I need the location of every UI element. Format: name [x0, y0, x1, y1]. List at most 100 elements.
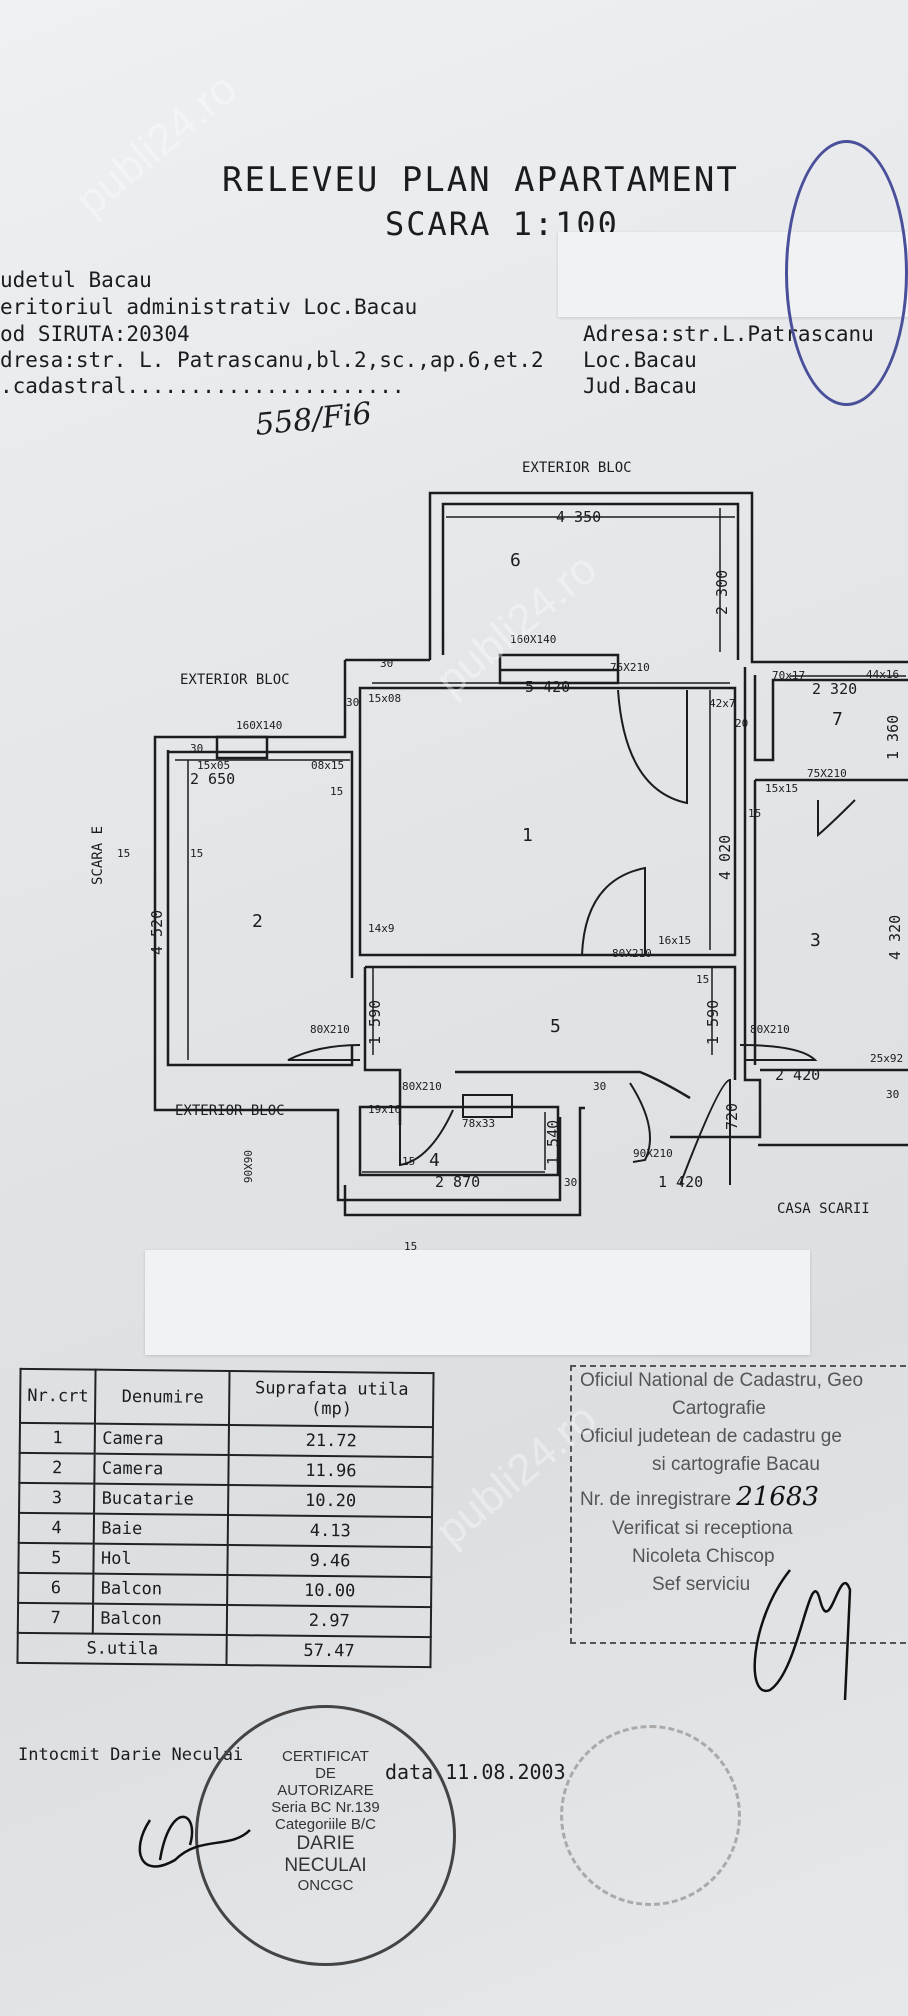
- cell-name: Hol: [93, 1543, 229, 1576]
- stamp-line: Nr. de inregistrare 21683: [572, 1479, 906, 1515]
- stamp-line: Verificat si receptiona: [612, 1518, 793, 1539]
- col-area: Suprafata utila (mp): [229, 1371, 434, 1428]
- room-3: 3: [810, 930, 821, 951]
- label-scara: SCARA E: [90, 826, 106, 885]
- cell-area: 9.46: [227, 1545, 433, 1578]
- address-line: dresa:str. L. Patrascanu,bl.2,sc.,ap.6,e…: [0, 348, 544, 372]
- note: 15: [330, 785, 343, 798]
- note: 30: [346, 696, 359, 709]
- address-right-2: Loc.Bacau: [583, 348, 697, 372]
- label-exterior-bottom: EXTERIOR BLOC: [175, 1103, 285, 1119]
- note: 15: [190, 847, 203, 860]
- dim-4520: 4 520: [148, 910, 166, 955]
- stamp-line: Nicoleta Chiscop: [632, 1546, 775, 1567]
- door-80x210: 80X210: [310, 1023, 350, 1036]
- room-4: 4: [429, 1150, 440, 1171]
- col-name: Denumire: [95, 1369, 230, 1426]
- dim-2650: 2 650: [190, 770, 235, 788]
- note: 15: [748, 807, 761, 820]
- note: 15: [696, 973, 709, 986]
- cell-area: 11.96: [228, 1455, 434, 1488]
- siruta-line: od SIRUTA:20304: [0, 322, 190, 346]
- dim-4350: 4 350: [556, 508, 601, 526]
- cell-nr: 2: [19, 1452, 96, 1484]
- seal-text: CERTIFICAT: [282, 1748, 369, 1765]
- dimension-lines: [175, 508, 906, 1173]
- room-2: 2: [252, 911, 263, 932]
- cell-nr: 7: [17, 1602, 94, 1634]
- document-title: RELEVEU PLAN APARTAMENT: [222, 160, 739, 200]
- note: 78x33: [462, 1117, 495, 1130]
- cell-name: Baie: [94, 1513, 229, 1546]
- col-nr: Nr.crt: [19, 1368, 96, 1424]
- stamp-line: Sef serviciu: [652, 1574, 751, 1595]
- door-75x210: 75X210: [610, 661, 650, 674]
- door-75x210: 75X210: [807, 767, 847, 780]
- room-6: 6: [510, 550, 521, 571]
- dim-4020: 4 020: [716, 835, 734, 880]
- territory-line: eritoriul administrativ Loc.Bacau: [0, 295, 418, 319]
- authorization-seal: CERTIFICAT DE AUTORIZARE Seria BC Nr.139…: [195, 1705, 456, 1966]
- cell-area: 10.20: [228, 1485, 433, 1518]
- cell-nr: 6: [18, 1572, 94, 1604]
- floor-plan: EXTERIOR BLOC EXTERIOR BLOC EXTERIOR BLO…: [90, 460, 908, 1253]
- note: 15: [117, 847, 130, 860]
- seal-text: Seria BC Nr.139: [271, 1799, 380, 1816]
- total-value: 57.47: [226, 1635, 432, 1668]
- cell-nr: 5: [18, 1542, 95, 1574]
- stamp-line: si cartografie Bacau: [652, 1454, 820, 1475]
- label-exterior-top: EXTERIOR BLOC: [522, 460, 632, 476]
- note: 44x16: [866, 668, 899, 681]
- dim-2320: 2 320: [812, 680, 857, 698]
- door-swings: [287, 689, 856, 1186]
- cadastre-stamp: Oficiul National de Cadastru, Geo Cartog…: [570, 1365, 906, 1644]
- window-160x140: 160X140: [510, 633, 556, 646]
- room-7: 7: [832, 709, 843, 730]
- door-80x210: 80X210: [612, 947, 652, 960]
- note: 42x7: [709, 697, 736, 710]
- cell-name: Balcon: [93, 1573, 228, 1606]
- label-casa-scarii: CASA SCARII: [777, 1201, 870, 1217]
- faded-seal: [560, 1725, 741, 1906]
- cadastral-line: .cadastral......................: [0, 374, 405, 398]
- total-label: S.utila: [17, 1632, 228, 1666]
- note: 70x17: [772, 669, 805, 682]
- cell-nr: 3: [19, 1482, 95, 1514]
- dim-2420: 2 420: [775, 1066, 820, 1084]
- address-right-3: Jud.Bacau: [583, 374, 697, 398]
- dim-2870: 2 870: [435, 1173, 480, 1191]
- dim-1420: 1 420: [658, 1173, 703, 1191]
- door-80x210: 80X210: [750, 1023, 790, 1036]
- note: 06X06: [241, 1150, 254, 1183]
- room-5: 5: [550, 1016, 561, 1037]
- seal-text: ONCGC: [297, 1877, 354, 1894]
- note: 14x9: [368, 922, 395, 935]
- dim-1590-right: 1 590: [704, 1000, 722, 1045]
- cell-area: 21.72: [229, 1425, 434, 1458]
- room-1: 1: [522, 825, 533, 846]
- seal-text: Categoriile B/C: [275, 1816, 376, 1833]
- walls: [153, 491, 908, 1217]
- dim-5420: 5 420: [525, 678, 570, 696]
- stamp-line: Oficiul National de Cadastru, Geo: [580, 1370, 864, 1391]
- dim-1360: 1 360: [884, 715, 902, 760]
- cell-nr: 4: [18, 1512, 95, 1544]
- seal-text: AUTORIZARE: [277, 1782, 374, 1799]
- note: 30: [190, 742, 203, 755]
- stamp-line: Oficiul judetean de cadastru ge: [580, 1426, 842, 1447]
- note: 16x15: [658, 934, 691, 947]
- prepared-by: Intocmit Darie Neculai: [18, 1745, 244, 1765]
- note: 20: [735, 717, 748, 730]
- reg-label: Nr. de inregistrare: [580, 1489, 732, 1510]
- seal-text: DE: [315, 1765, 336, 1782]
- county-line: udetul Bacau: [0, 268, 152, 292]
- cell-name: Bucatarie: [94, 1483, 229, 1516]
